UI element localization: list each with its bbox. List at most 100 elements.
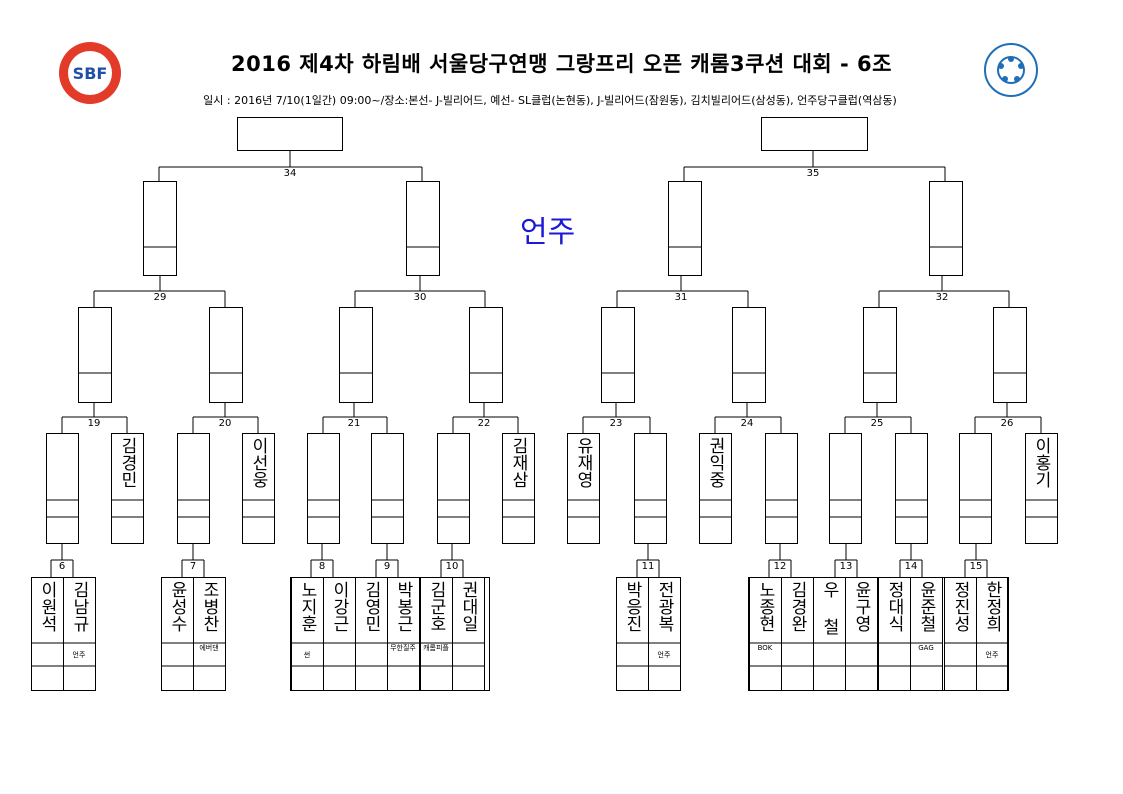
player-club-p13: BOK [757,644,773,652]
player-club-p8: 무한질주 [390,644,416,652]
player-name-p12: 전광복 [654,581,674,632]
player-club-p20: 언주 [985,651,999,659]
player-club-p4: 에버댄 [199,644,219,652]
match-number-23: 23 [609,418,623,429]
score-box [63,577,96,691]
player-name-p11: 박응진 [622,581,642,632]
score-box [177,433,210,544]
match-number-13: 13 [839,561,853,572]
match-number-7: 7 [189,561,197,572]
player-name-p9: 김군호 [426,581,446,632]
score-box [1025,433,1058,544]
seoul-sports-council-logo [983,42,1039,98]
player-club-p2: 언주 [72,651,86,659]
player-name-p3: 윤성수 [167,581,187,632]
player-club-p9: 캐롬피플 [423,644,449,652]
player-name-p8: 박봉근 [393,581,413,632]
score-box [765,433,798,544]
score-box [111,433,144,544]
score-box [371,433,404,544]
match-number-22: 22 [477,418,491,429]
score-box [668,181,702,276]
seed-player-19: 김경민 [117,437,137,488]
player-name-p16: 윤구영 [851,581,871,632]
player-club-p18: GAG [918,644,934,652]
player-name-p6: 이강근 [329,581,349,632]
player-name-p7: 김영민 [361,581,381,632]
score-box [993,307,1027,403]
score-box [242,433,275,544]
score-box [699,433,732,544]
sbf-logo: SBF [57,40,123,106]
player-name-p5: 노지훈 [297,581,317,632]
score-box [929,181,963,276]
sbf-logo-text: SBF [73,64,108,83]
score-box [959,433,992,544]
match-number-31: 31 [674,292,688,303]
seed-player-23: 유재영 [573,437,593,488]
match-number-34: 34 [283,168,297,179]
match-number-20: 20 [218,418,232,429]
score-box [78,307,112,403]
score-box [437,433,470,544]
player-name-p13: 노종현 [755,581,775,632]
match-number-9: 9 [383,561,391,572]
match-number-6: 6 [58,561,66,572]
player-name-p1: 이원석 [37,581,57,632]
match-number-29: 29 [153,292,167,303]
match-number-12: 12 [773,561,787,572]
score-box [46,433,79,544]
score-box [895,433,928,544]
match-number-19: 19 [87,418,101,429]
match-number-25: 25 [870,418,884,429]
player-name-p14: 김경완 [787,581,807,632]
player-name-p20: 한정희 [982,581,1002,632]
score-box [648,577,681,691]
score-box [732,307,766,403]
score-box [339,307,373,403]
seed-player-22: 김재삼 [508,437,528,488]
page-title: 2016 제4차 하림배 서울당구연맹 그랑프리 오픈 캐롬3쿠션 대회 - 6… [231,52,892,76]
score-box [143,181,177,276]
seed-player-20: 이선웅 [248,437,268,488]
player-name-p2: 김남규 [69,581,89,632]
score-box [601,307,635,403]
score-box [502,433,535,544]
player-name-p17: 정대식 [884,581,904,632]
score-box [863,307,897,403]
match-number-15: 15 [969,561,983,572]
match-number-26: 26 [1000,418,1014,429]
score-box [829,433,862,544]
score-box [307,433,340,544]
player-name-p10: 권대일 [458,581,478,632]
match-number-8: 8 [318,561,326,572]
venue-label: 언주 [520,215,576,250]
event-info: 일시 : 2016년 7/10(1일간) 09:00~/장소:본선- J-빌리어… [203,94,897,107]
match-number-35: 35 [806,168,820,179]
player-name-p4: 조병찬 [199,581,219,632]
score-box [469,307,503,403]
score-box [237,117,343,151]
player-club-p12: 언주 [657,651,671,659]
match-number-32: 32 [935,292,949,303]
match-number-11: 11 [641,561,655,572]
player-name-p18: 윤준철 [916,581,936,632]
score-box [634,433,667,544]
match-number-10: 10 [445,561,459,572]
score-box [761,117,868,151]
player-club-p5: 썬 [303,651,311,659]
match-number-21: 21 [347,418,361,429]
score-box [748,577,1008,691]
player-name-p15: 우 철 [819,581,839,635]
match-number-24: 24 [740,418,754,429]
score-box [193,577,226,691]
seed-player-24: 권익중 [705,437,725,488]
seed-player-26: 이홍기 [1031,437,1051,488]
score-box [290,577,490,691]
score-box [406,181,440,276]
score-box [567,433,600,544]
match-number-14: 14 [904,561,918,572]
score-box [209,307,243,403]
match-number-30: 30 [413,292,427,303]
